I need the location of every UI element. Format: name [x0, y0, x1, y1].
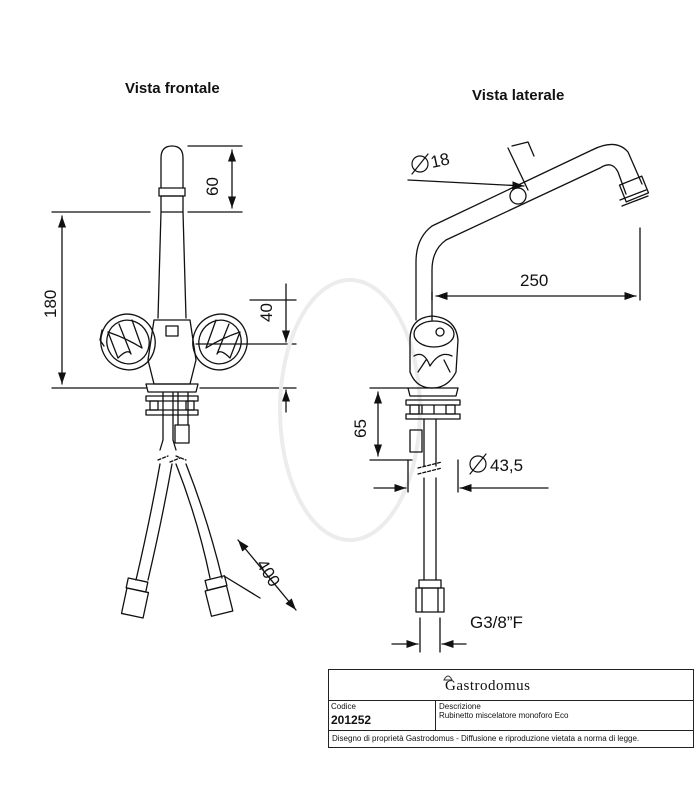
watermark	[278, 278, 422, 542]
dim-front-total-height: 180	[41, 290, 60, 318]
front-dimensions	[51, 145, 297, 611]
dim-side-shank-length: 65	[351, 419, 370, 438]
dim-front-spout-height: 60	[203, 177, 222, 196]
side-body	[409, 315, 459, 389]
dim-side-connection: G3/8”F	[470, 613, 523, 632]
side-hose	[423, 477, 437, 581]
dim-front-hose-length: 400	[253, 556, 284, 590]
front-view-title: Vista frontale	[125, 80, 220, 97]
code-cell: Codice 201252	[329, 700, 436, 730]
dim-side-base-diameter: 43,5	[490, 456, 523, 475]
dim-side-pipe-diameter: 18	[429, 149, 451, 172]
diameter-symbol-icon	[411, 153, 429, 175]
front-spout-column	[157, 211, 187, 319]
front-view	[99, 145, 248, 619]
title-block: Gastrodomus Codice 201252 Descrizione Ru…	[328, 669, 694, 748]
brand-logo: Gastrodomus	[445, 678, 531, 695]
front-spout-tip	[160, 145, 184, 189]
side-riser	[415, 225, 447, 321]
cloche-logo-icon	[443, 675, 453, 681]
front-left-handle	[99, 313, 156, 371]
side-view	[405, 143, 650, 613]
side-view-title: Vista laterale	[472, 87, 565, 104]
title-block-footer: Disegno di proprietà Gastrodomus - Diffu…	[332, 734, 640, 743]
side-arm	[431, 149, 601, 241]
dim-front-handle-height: 40	[257, 303, 276, 322]
diameter-symbol-icon	[469, 453, 487, 475]
description-value: Rubinetto miscelatore monoforo Eco	[439, 711, 569, 720]
code-value: 201252	[331, 713, 372, 727]
title-block-logo-row: Gastrodomus	[329, 670, 693, 701]
description-label: Descrizione	[439, 702, 481, 711]
side-dimensions	[369, 141, 641, 653]
front-center-body	[147, 319, 197, 385]
brand-name: Gastrodomus	[445, 678, 531, 694]
title-block-info-row: Codice 201252 Descrizione Rubinetto misc…	[329, 700, 693, 731]
side-outlet	[591, 143, 643, 195]
front-right-hose	[175, 463, 223, 579]
code-label: Codice	[331, 702, 356, 711]
front-left-hose	[135, 463, 173, 581]
dim-side-reach: 250	[520, 271, 548, 290]
front-right-handle	[192, 313, 248, 371]
